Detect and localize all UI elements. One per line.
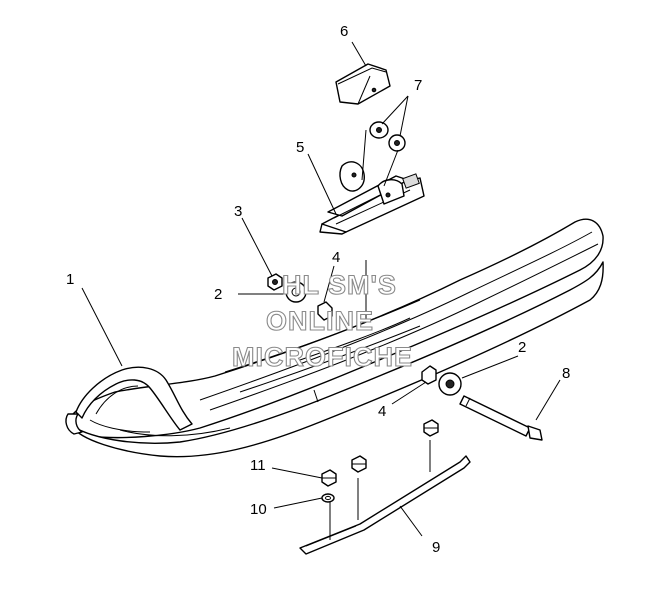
wear-bar xyxy=(299,440,471,555)
nut-wearbar-2 xyxy=(351,455,367,473)
ski-body xyxy=(65,218,604,458)
callout-8: 8 xyxy=(562,365,570,382)
callout-5: 5 xyxy=(296,139,304,156)
washer-small xyxy=(321,493,335,503)
nut xyxy=(267,273,283,291)
callout-9: 9 xyxy=(432,539,440,556)
washers-pair xyxy=(369,121,406,152)
bushing-lower xyxy=(421,365,437,385)
callout-4-upper: 4 xyxy=(332,249,340,266)
callout-6: 6 xyxy=(340,23,348,40)
callout-7: 7 xyxy=(414,77,422,94)
callout-11: 11 xyxy=(250,457,266,474)
callout-10: 10 xyxy=(250,501,267,518)
watermark: HL SM'S ONLINE MICROFICHE xyxy=(231,269,413,372)
bolt xyxy=(459,395,543,441)
callout-2-upper: 2 xyxy=(214,286,222,303)
bushing-upper xyxy=(317,301,333,321)
rubber-bumper xyxy=(335,63,391,105)
callout-1: 1 xyxy=(66,271,74,288)
callouts: 1 2 2 3 4 4 5 6 7 8 9 10 11 xyxy=(66,23,570,556)
nut-wearbar-1 xyxy=(321,469,337,487)
callout-4-lower: 4 xyxy=(378,403,386,420)
leader-lines xyxy=(81,41,561,537)
callout-3: 3 xyxy=(234,203,242,220)
watermark-line-2: ONLINE xyxy=(266,306,374,336)
ski-saddle xyxy=(319,161,425,235)
callout-2-lower: 2 xyxy=(518,339,526,356)
nut-wearbar-3 xyxy=(423,419,439,437)
watermark-line-1: HL SM'S xyxy=(282,270,397,300)
watermark-line-3: MICROFICHE xyxy=(232,342,413,372)
washer-upper xyxy=(285,281,307,303)
washer-lower xyxy=(438,372,462,396)
